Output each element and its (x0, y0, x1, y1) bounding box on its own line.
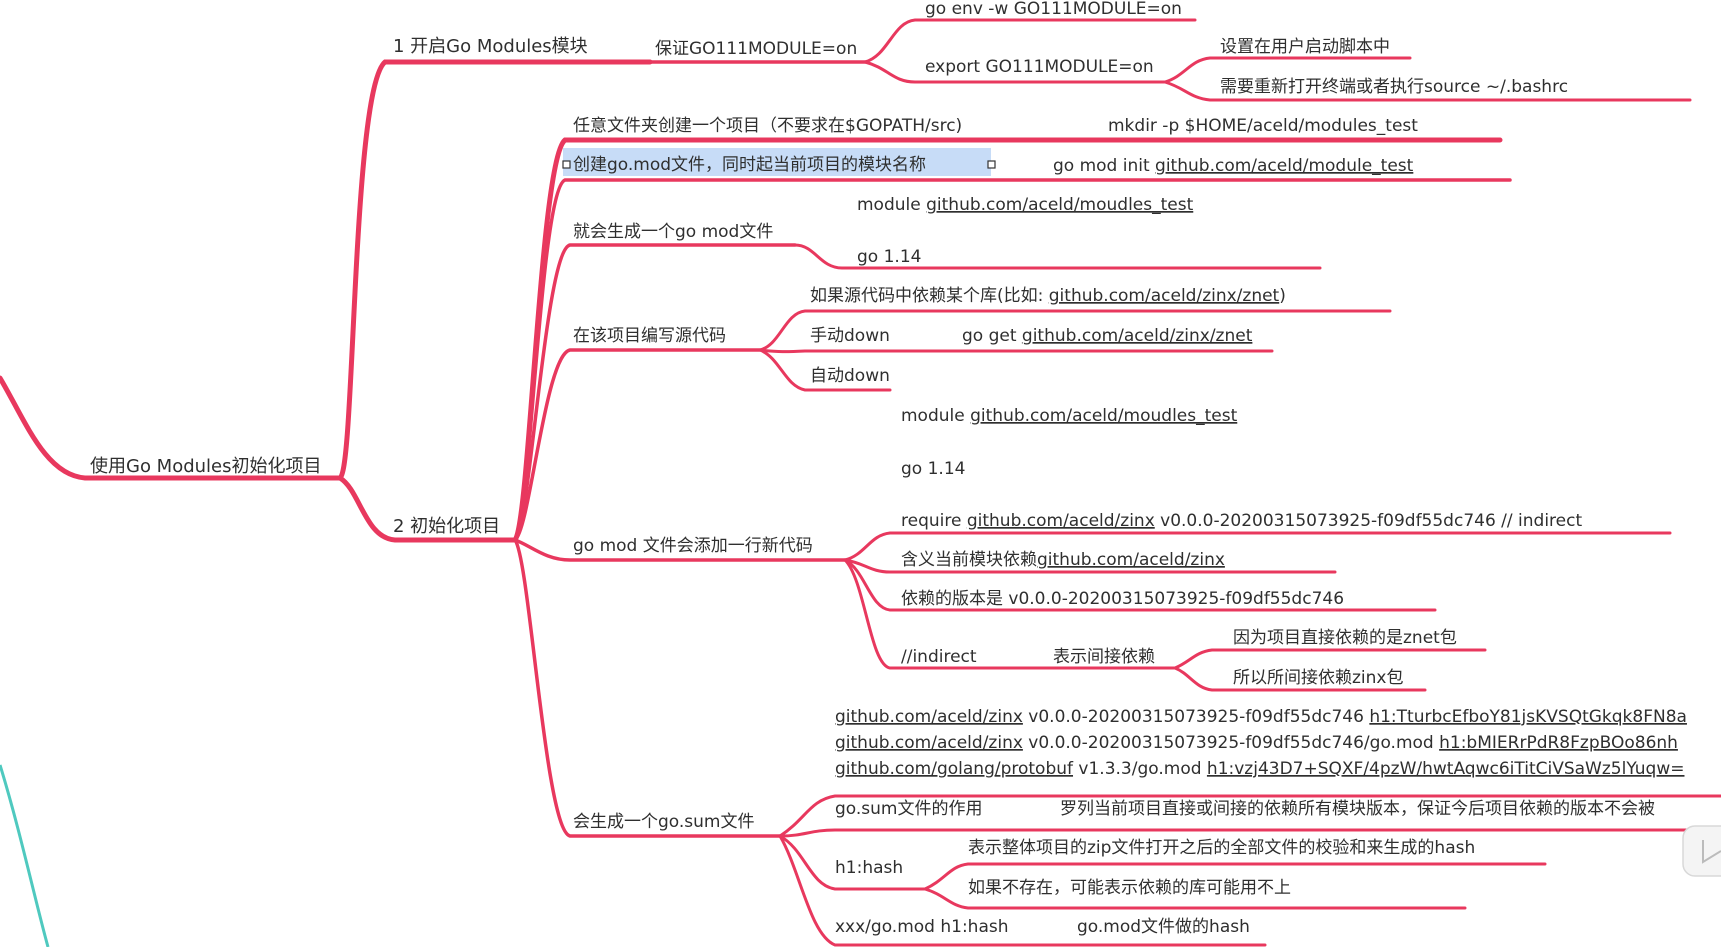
selection-handle-left[interactable] (562, 160, 571, 169)
meaning-node[interactable]: 含义当前模块依赖github.com/aceld/zinx (901, 550, 1225, 570)
sum-line3-node[interactable]: github.com/golang/protobuf v1.3.3/go.mod… (835, 759, 1684, 779)
create-mod-node[interactable]: 创建go.mod文件，同时起当前项目的模块名称 (573, 155, 926, 175)
gomod-hash-desc-node[interactable]: go.mod文件做的hash (1077, 917, 1250, 937)
write-code-node[interactable]: 在该项目编写源代码 (573, 326, 726, 346)
indirect-note1-node[interactable]: 因为项目直接依赖的是znet包 (1233, 628, 1457, 648)
sum-line1-version: v0.0.0-20200315073925-f09df55dc746 (1023, 707, 1369, 727)
gen-mod-module-node[interactable]: module github.com/aceld/moudles_test (857, 195, 1194, 215)
sum-line2-node[interactable]: github.com/aceld/zinx v0.0.0-20200315073… (835, 733, 1678, 753)
step1-node[interactable]: 1 开启Go Modules模块 (393, 36, 588, 57)
sum-line3-version: v1.3.3/go.mod (1073, 759, 1207, 779)
version-node[interactable]: 依赖的版本是 v0.0.0-20200315073925-f09df55dc74… (901, 589, 1344, 609)
mod-add-module-keyword: module (901, 406, 970, 426)
export-note1-node[interactable]: 设置在用户启动脚本中 (1220, 37, 1390, 57)
dependency-link[interactable]: github.com/aceld/zinx/znet (1049, 286, 1280, 306)
sum-line2-link[interactable]: github.com/aceld/zinx (835, 733, 1023, 753)
branch-lines (0, 18, 1721, 947)
sum-purpose-desc-node[interactable]: 罗列当前项目直接或间接的依赖所有模块版本，保证今后项目依赖的版本不会被 (1060, 799, 1655, 819)
sum-line2-hash[interactable]: h1:bMIERrPdR8FzpBOo86nh (1439, 733, 1678, 753)
mkdir-node[interactable]: mkdir -p $HOME/aceld/modules_test (1108, 116, 1418, 136)
h1hash-desc2-node[interactable]: 如果不存在，可能表示依赖的库可能用不上 (968, 878, 1291, 898)
require-link[interactable]: github.com/aceld/zinx (967, 511, 1155, 531)
watermark: kAceld (0, 0, 96, 13)
gen-mod-go-version-node[interactable]: go 1.14 (857, 247, 921, 267)
sum-line1-link[interactable]: github.com/aceld/zinx (835, 707, 1023, 727)
gen-sum-node[interactable]: 会生成一个go.sum文件 (573, 812, 755, 832)
any-folder-node[interactable]: 任意文件夹创建一个项目（不要求在$GOPATH/src) (573, 116, 962, 136)
step2-node[interactable]: 2 初始化项目 (393, 516, 500, 537)
gen-mod-module-link[interactable]: github.com/aceld/moudles_test (926, 195, 1193, 215)
mod-add-go-version-node[interactable]: go 1.14 (901, 459, 965, 479)
play-button[interactable] (1682, 825, 1721, 877)
gomod-hash-node[interactable]: xxx/go.mod h1:hash (835, 917, 1009, 937)
go-mod-init-node[interactable]: go mod init github.com/aceld/module_test (1053, 156, 1414, 176)
sum-line3-link[interactable]: github.com/golang/protobuf (835, 759, 1074, 779)
gen-mod-node[interactable]: 就会生成一个go mod文件 (573, 222, 773, 242)
selection-handle-right[interactable] (987, 160, 996, 169)
auto-down-node[interactable]: 自动down (810, 366, 890, 386)
export-node[interactable]: export GO111MODULE=on (925, 57, 1154, 77)
mod-add-node[interactable]: go mod 文件会添加一行新代码 (573, 536, 813, 556)
sum-line3-hash[interactable]: h1:vzj43D7+SQXF/4pzW/hwtAqwc6iTitCiVSaWz… (1207, 759, 1685, 779)
dependency-prefix: 如果源代码中依赖某个库(比如: (810, 286, 1049, 306)
root-node[interactable]: 使用Go Modules初始化项目 (90, 456, 322, 477)
go-get-cmd: go get (962, 326, 1022, 346)
go-env-node[interactable]: go env -w GO111MODULE=on (925, 0, 1182, 19)
sum-line2-version: v0.0.0-20200315073925-f09df55dc746/go.mo… (1023, 733, 1439, 753)
sum-purpose-node[interactable]: go.sum文件的作用 (835, 799, 983, 819)
sum-line1-hash[interactable]: h1:TturbcEfboY81jsKVSQtGkqk8FN8a (1369, 707, 1687, 727)
h1hash-desc1-node[interactable]: 表示整体项目的zip文件打开之后的全部文件的校验和来生成的hash (968, 838, 1475, 858)
gen-mod-module-keyword: module (857, 195, 926, 215)
mod-add-module-node[interactable]: module github.com/aceld/moudles_test (901, 406, 1238, 426)
require-node[interactable]: require github.com/aceld/zinx v0.0.0-202… (901, 511, 1582, 531)
require-version: v0.0.0-20200315073925-f09df55dc746 // in… (1155, 511, 1583, 531)
export-note2-node[interactable]: 需要重新打开终端或者执行source ~/.bashrc (1220, 77, 1568, 97)
manual-down-node[interactable]: 手动down (810, 326, 890, 346)
go-get-node[interactable]: go get github.com/aceld/zinx/znet (962, 326, 1253, 346)
teal-branch-line (0, 764, 50, 947)
sum-line1-node[interactable]: github.com/aceld/zinx v0.0.0-20200315073… (835, 707, 1687, 727)
indirect-node[interactable]: //indirect (901, 647, 977, 667)
indirect-meaning-node[interactable]: 表示间接依赖 (1053, 647, 1155, 667)
go-mod-init-link[interactable]: github.com/aceld/module_test (1155, 156, 1414, 176)
require-keyword: require (901, 511, 967, 531)
dependency-node[interactable]: 如果源代码中依赖某个库(比如: github.com/aceld/zinx/zn… (810, 286, 1286, 306)
selection-highlight (563, 148, 991, 176)
mod-add-module-link[interactable]: github.com/aceld/moudles_test (970, 406, 1237, 426)
dependency-suffix: ) (1279, 286, 1286, 306)
indirect-note2-node[interactable]: 所以所间接依赖zinx包 (1233, 668, 1403, 688)
meaning-link[interactable]: github.com/aceld/zinx (1037, 550, 1225, 570)
meaning-text: 含义当前模块依赖 (901, 550, 1037, 570)
go-get-link[interactable]: github.com/aceld/zinx/znet (1022, 326, 1253, 346)
go-mod-init-cmd: go mod init (1053, 156, 1155, 176)
guarantee-node[interactable]: 保证GO111MODULE=on (655, 39, 857, 59)
play-icon (1702, 840, 1721, 864)
h1hash-node[interactable]: h1:hash (835, 858, 903, 878)
